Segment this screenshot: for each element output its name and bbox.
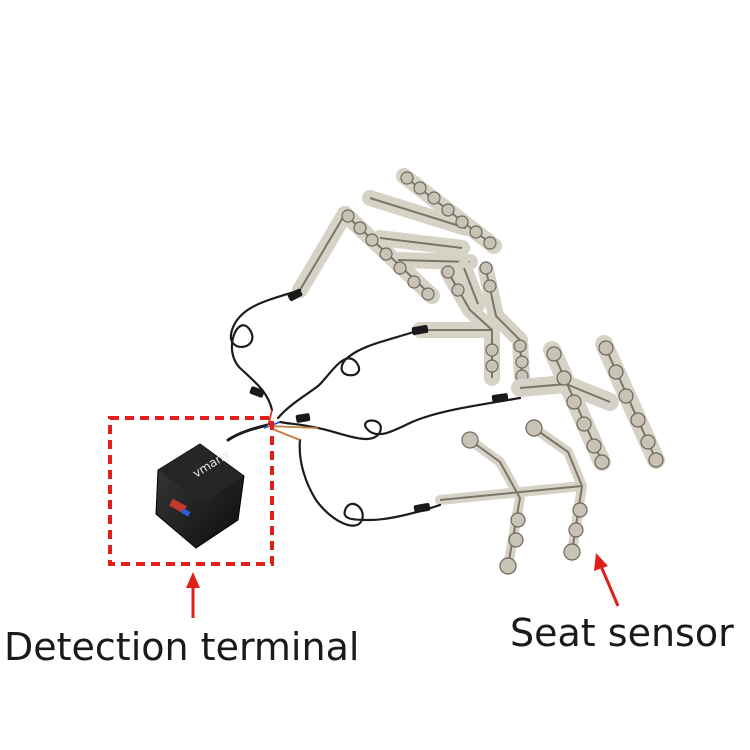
sensor-pad-cushion <box>511 335 665 471</box>
device-status-leds <box>169 498 187 514</box>
terminal-highlight-box <box>108 416 274 566</box>
up-left-arrow-icon <box>594 553 620 607</box>
wire-connectors <box>249 288 509 514</box>
up-arrow-icon <box>186 572 200 618</box>
sensor-pad-fork <box>412 260 530 386</box>
sensor-pad-backrest <box>292 168 502 304</box>
seat-sensor-label: Seat sensor <box>510 611 734 655</box>
detection-terminal-label: Detection terminal <box>4 625 360 669</box>
detection-terminal-device: vmanx <box>155 443 245 549</box>
colored-leads <box>263 409 319 441</box>
sensor-pad-anchor <box>435 419 588 575</box>
